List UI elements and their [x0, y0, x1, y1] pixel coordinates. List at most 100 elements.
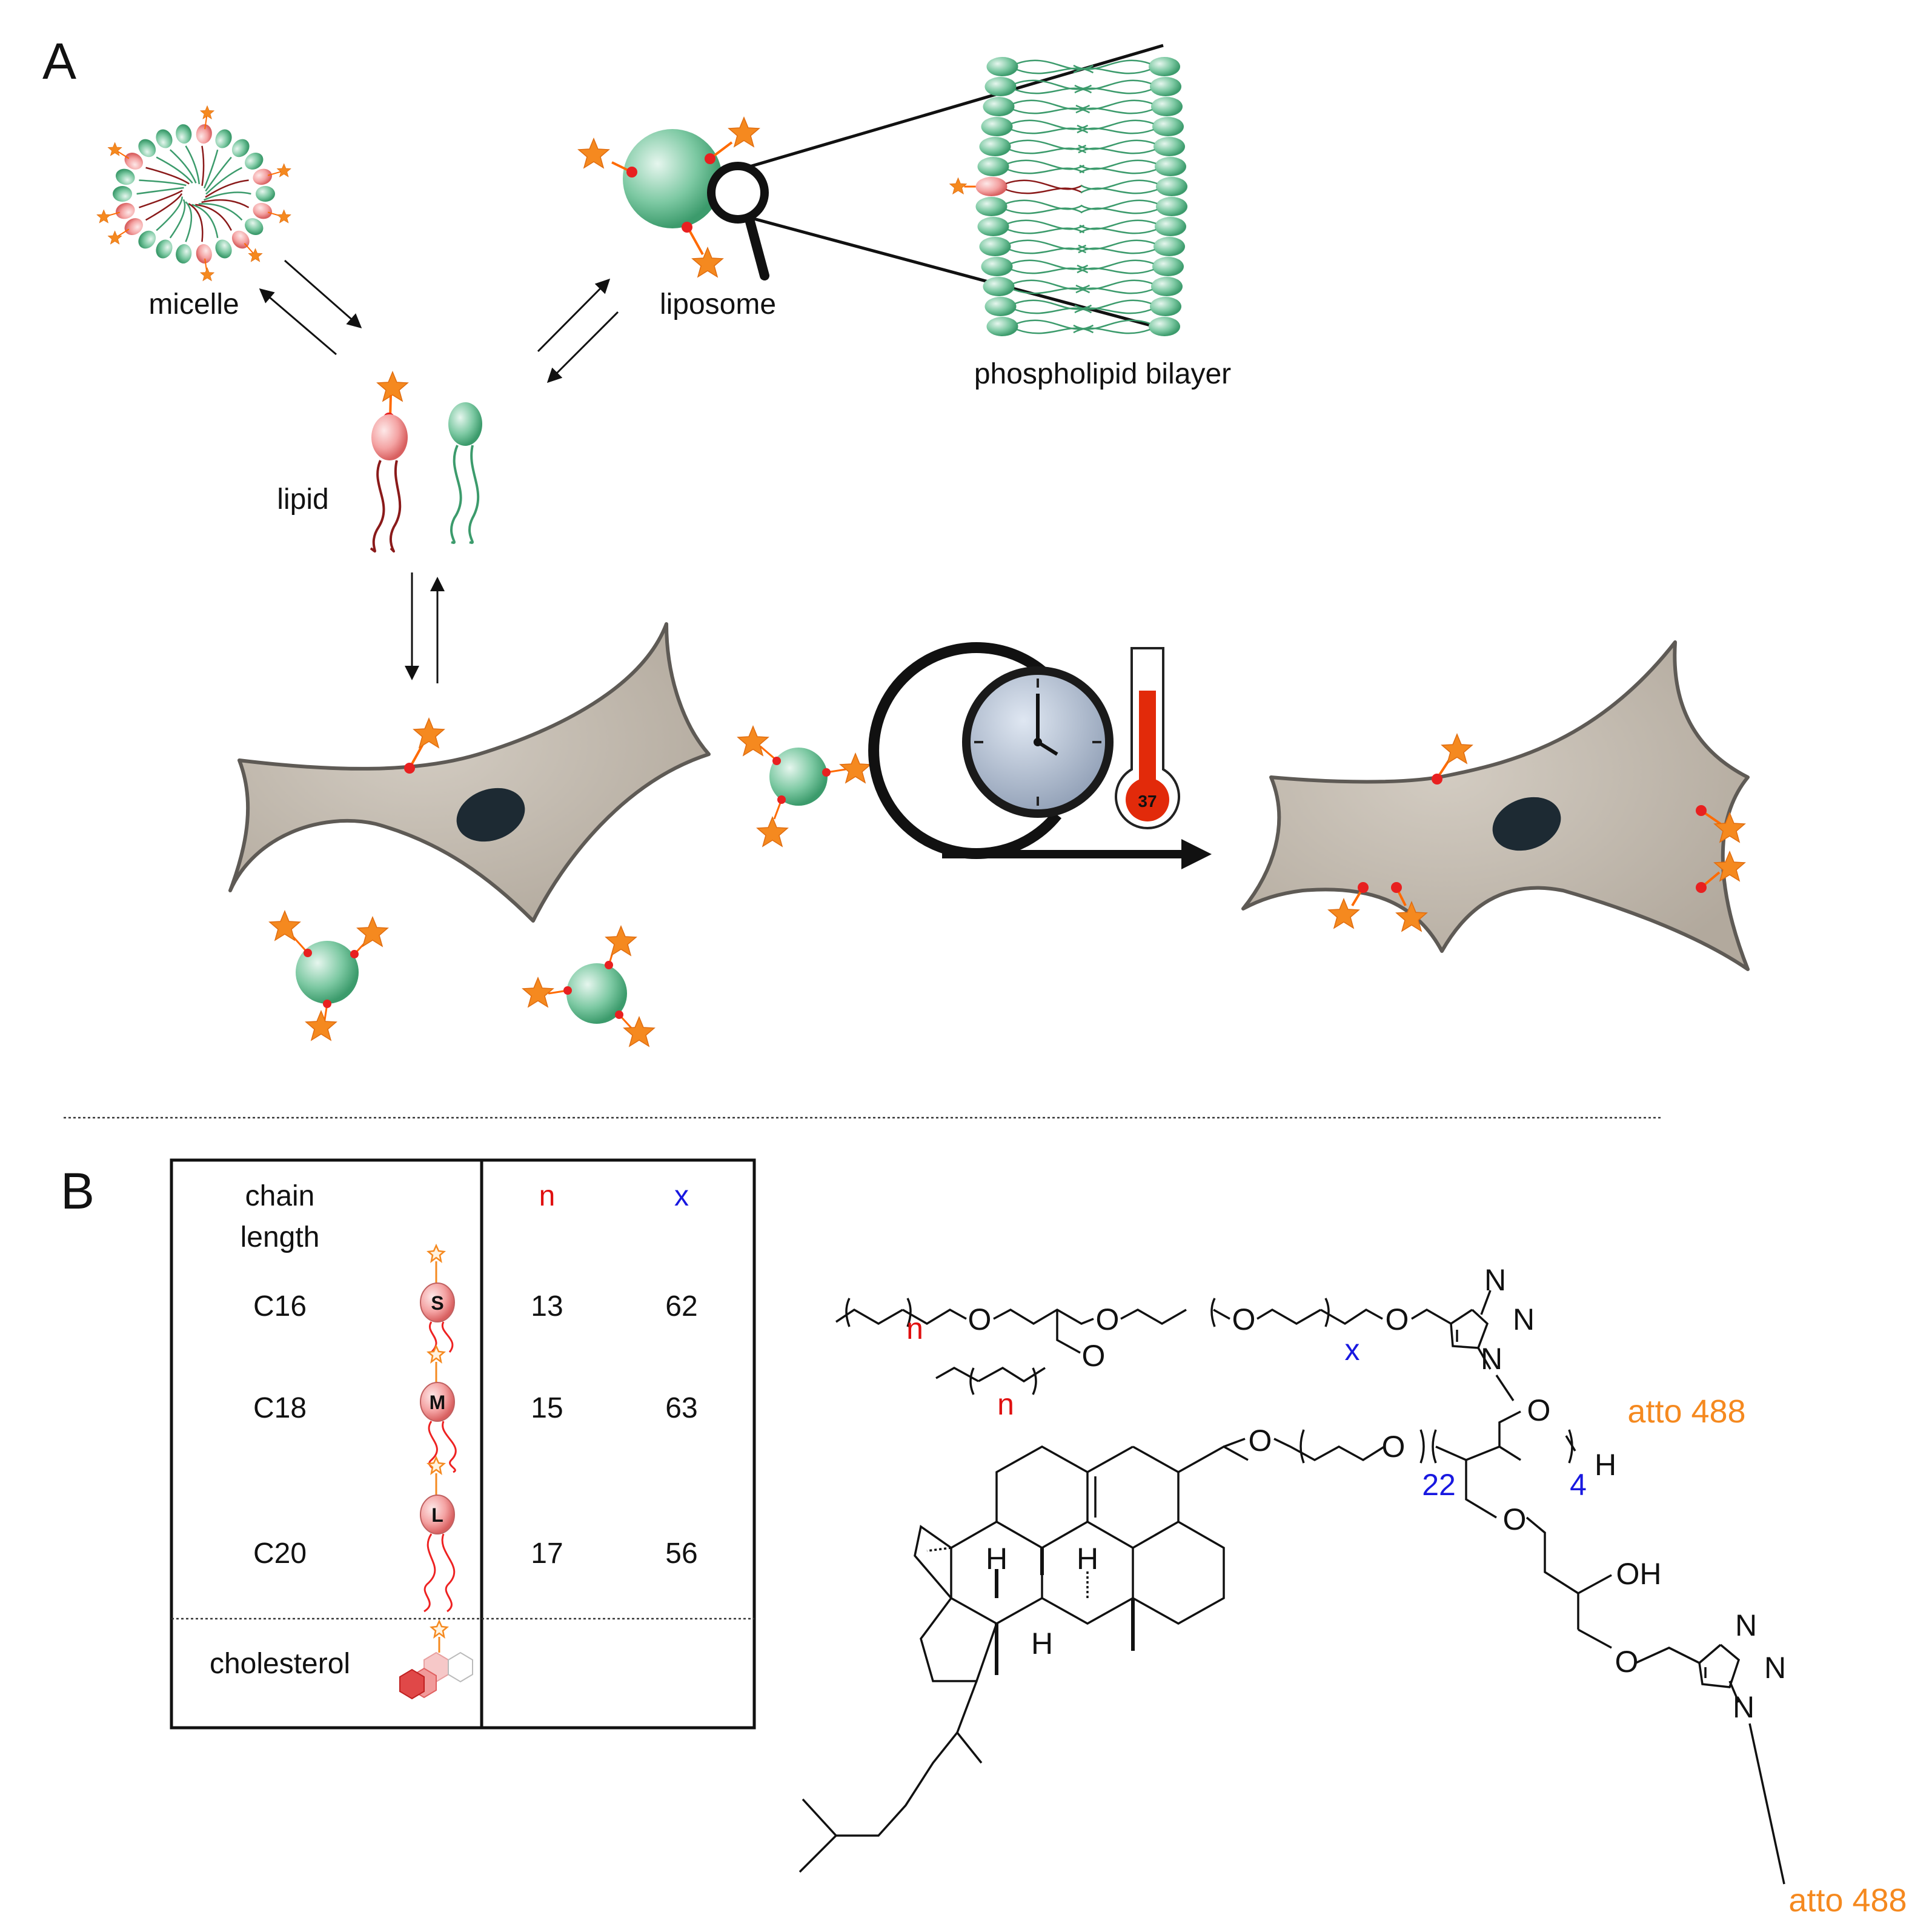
bilayer-lipid-head [1151, 97, 1183, 116]
micelle-lipid-red [253, 202, 273, 219]
bilayer-dye-star [949, 178, 967, 194]
row-c18-chain: C18 [253, 1392, 307, 1424]
table-header-length: length [241, 1221, 320, 1253]
bilayer-label: phospholipid bilayer [974, 358, 1231, 390]
micelle-lipid-green [113, 186, 132, 202]
repeat-x: x [1345, 1333, 1360, 1367]
bilayer-lipid-head [1150, 77, 1181, 96]
lipid-icon-short: S [420, 1244, 455, 1353]
micelle-lipid-red [115, 202, 135, 219]
bilayer-lipid-head [983, 97, 1015, 116]
row-c20-chain: C20 [253, 1538, 307, 1570]
bilayer-lipid-head [1150, 297, 1181, 316]
chol-atom-n-3: N [1733, 1690, 1754, 1724]
bilayer-lipid-head [979, 137, 1011, 156]
micelle-lipid-green [215, 129, 232, 148]
chemical-structure-cholesterol-peg [798, 1410, 1741, 1873]
micelle-lipid-green [231, 139, 250, 158]
row-c18-n: 15 [531, 1392, 563, 1424]
micelle-lipid-green [115, 168, 135, 185]
lipid-label: lipid [277, 483, 328, 516]
row-c18-x: 63 [665, 1392, 697, 1424]
bilayer-lipid-head [1156, 197, 1187, 216]
row-c16-n: 13 [531, 1290, 563, 1322]
bilayer-lipid-head [984, 77, 1017, 96]
row-c16-chain: C16 [253, 1290, 307, 1322]
chemical-structure-alkyl-peg [835, 1290, 1492, 1395]
thermometer-value: 37 [1138, 792, 1157, 811]
chol-atom-o-1: O [1249, 1424, 1272, 1458]
bilayer-lipid-head [1151, 277, 1183, 296]
atom-o-3: O [1096, 1302, 1120, 1336]
micelle-lipid-green [156, 239, 173, 259]
row-c20-n: 17 [531, 1538, 563, 1570]
repeat-n-2: n [997, 1387, 1014, 1421]
atom-o-4: O [1232, 1302, 1256, 1336]
bilayer-lipid-head [979, 237, 1011, 256]
table-header-n: n [539, 1180, 556, 1212]
chemical-structure-cholesterol-peg-labels: O O O O O OH H H H H N N N 22 4 atto 488 [986, 1393, 1907, 1919]
bilayer-lipid-head [1155, 217, 1186, 236]
bilayer-lipid-head [1155, 157, 1186, 176]
free-lipids-illustration [370, 371, 482, 552]
chol-atom-h-2: H [1077, 1542, 1098, 1576]
atom-n-2: N [1513, 1302, 1535, 1336]
micelle-lipid-green [215, 239, 232, 259]
chain-length-table: chain length n x C16 13 62 C18 15 63 C20… [170, 1158, 756, 1730]
cell-before-incubation [228, 622, 711, 923]
lipid-icon-long: L [420, 1456, 456, 1613]
row-c20-x: 56 [665, 1538, 697, 1570]
liposome-small-3 [522, 926, 655, 1047]
lipid-icon-short-letter: S [431, 1292, 443, 1314]
micelle-lipid-red [253, 168, 273, 185]
clock-icon [868, 642, 1114, 859]
atom-o-5: O [1386, 1302, 1409, 1336]
bilayer-lipid-head [1154, 137, 1185, 156]
table-header-x: x [674, 1180, 689, 1212]
row-c16-x: 62 [665, 1290, 697, 1322]
bilayer-lipid-head [1149, 57, 1180, 76]
bilayer-lipid-head [1154, 237, 1185, 256]
repeat-glycerol: 4 [1570, 1468, 1587, 1502]
panel-b-label: B [61, 1163, 95, 1219]
micelle-lipid-green [156, 129, 173, 148]
bilayer-lipid-head [977, 157, 1009, 176]
micelle-dye-star [108, 230, 122, 245]
micelle-lipid-red [196, 244, 212, 264]
micelle-lipid-green [138, 230, 156, 249]
bilayer-lipid-head [1149, 317, 1180, 336]
micelle-lipid-red [124, 218, 143, 236]
bilayer-lipid-head [981, 257, 1013, 276]
micelle-illustration [96, 105, 291, 281]
lipid-cell-equilibrium-arrows [405, 572, 445, 683]
micelle-lipid-green [138, 139, 156, 158]
liposome-lipid-equilibrium-arrows [537, 278, 619, 383]
micelle-lipid-green [176, 124, 192, 144]
incubation-arrow [942, 839, 1212, 869]
row-cholesterol-label: cholesterol [210, 1648, 350, 1680]
atom-n-3: N [1481, 1342, 1502, 1376]
bilayer-lipid-head [986, 317, 1018, 336]
micelle-lipid-equilibrium-arrows [259, 259, 362, 356]
liposome-label: liposome [660, 288, 776, 320]
micelle-lipid-red [124, 152, 143, 170]
atom-o-1: O [968, 1302, 992, 1336]
bilayer-lipid-head [984, 297, 1017, 316]
atom-n-1: N [1484, 1263, 1506, 1297]
bilayer-lipid-head [1156, 177, 1187, 196]
dye-label-top: atto 488 [1627, 1393, 1745, 1430]
phospholipid-bilayer-illustration [949, 57, 1187, 336]
repeat-peg: 22 [1422, 1468, 1456, 1502]
lipid-icon-medium-letter: M [430, 1392, 446, 1413]
micelle-lipid-green [256, 186, 275, 202]
bilayer-lipid-head [1152, 117, 1184, 136]
micelle-lipid-green [245, 152, 264, 170]
micelle-dye-star [277, 163, 291, 178]
atom-o-2: O [1082, 1339, 1106, 1373]
lipid-icon-long-letter: L [431, 1504, 443, 1526]
micelle-dye-star [277, 209, 291, 224]
bilayer-lipid-head [975, 197, 1007, 216]
chol-atom-h-end: H [1595, 1448, 1616, 1482]
chol-atom-n-2: N [1764, 1651, 1786, 1685]
